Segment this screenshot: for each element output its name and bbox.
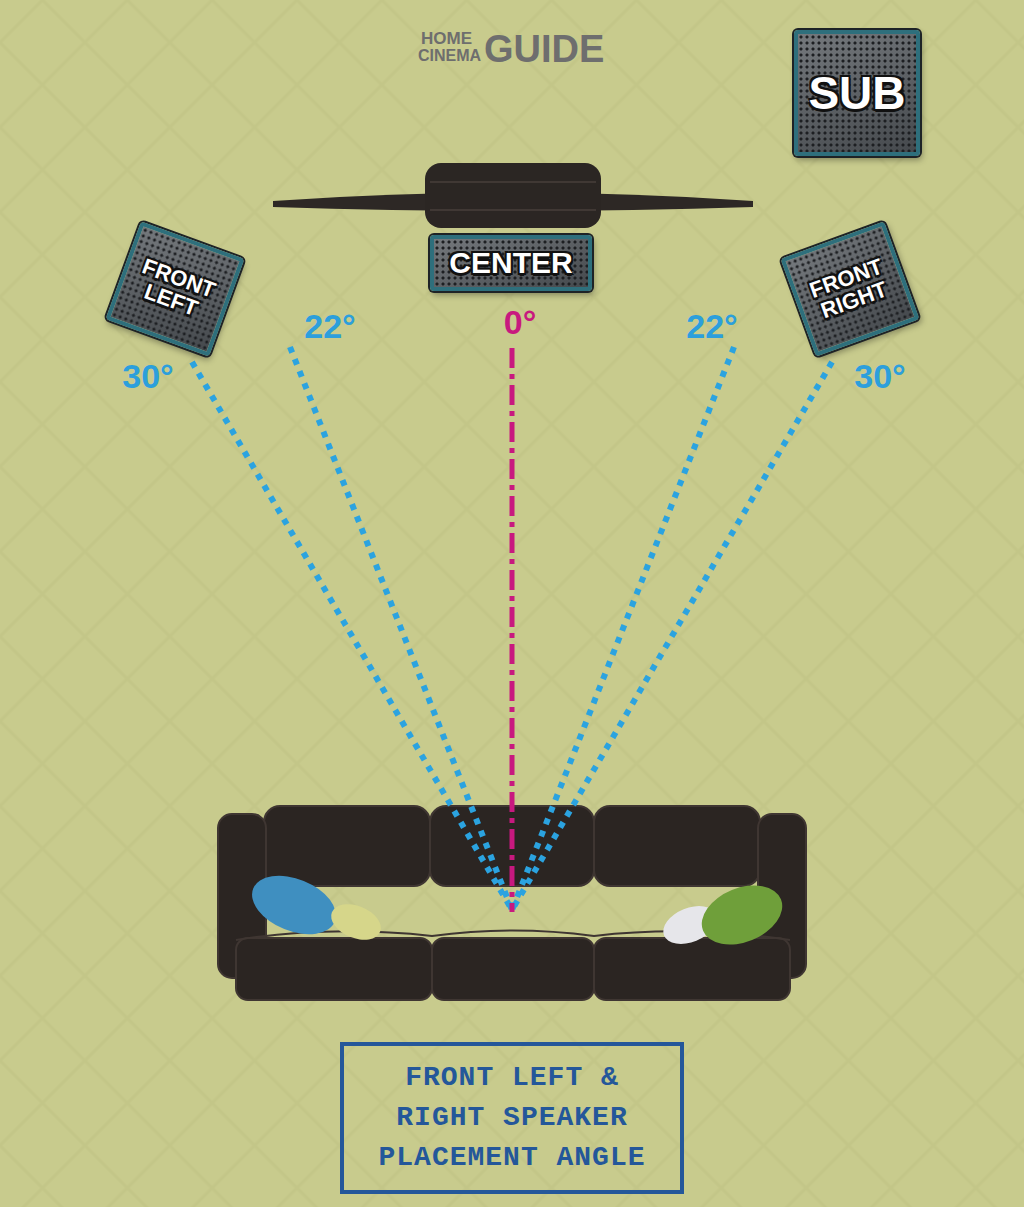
- speaker-label: CENTER: [449, 247, 572, 279]
- speaker-box: FRONT RIGHT: [781, 221, 920, 356]
- angle-lines: [192, 347, 832, 912]
- speaker-label: FRONT RIGHT: [800, 252, 900, 326]
- angle-label: 30°: [122, 359, 173, 393]
- pillows: [243, 864, 791, 955]
- caption-box: FRONT LEFT & RIGHT SPEAKER PLACEMENT ANG…: [340, 1042, 684, 1194]
- speaker-box: CENTER: [430, 235, 592, 291]
- speaker-label: FRONT LEFT: [125, 252, 225, 326]
- logo-text: CINEMA: [418, 48, 481, 64]
- caption: FRONT LEFT & RIGHT SPEAKER PLACEMENT ANG…: [370, 1058, 654, 1178]
- subwoofer-box: SUB: [794, 30, 920, 156]
- angle-label: 30°: [854, 359, 905, 393]
- angle-label: 0°: [504, 305, 537, 339]
- logo-text: GUIDE: [484, 30, 604, 68]
- speaker-box: FRONT LEFT: [106, 221, 245, 356]
- speaker-label: SUB: [808, 69, 905, 117]
- logo-text: HOME: [421, 30, 472, 47]
- angle-label: 22°: [686, 309, 737, 343]
- tv: [273, 163, 753, 228]
- angle-label: 22°: [304, 309, 355, 343]
